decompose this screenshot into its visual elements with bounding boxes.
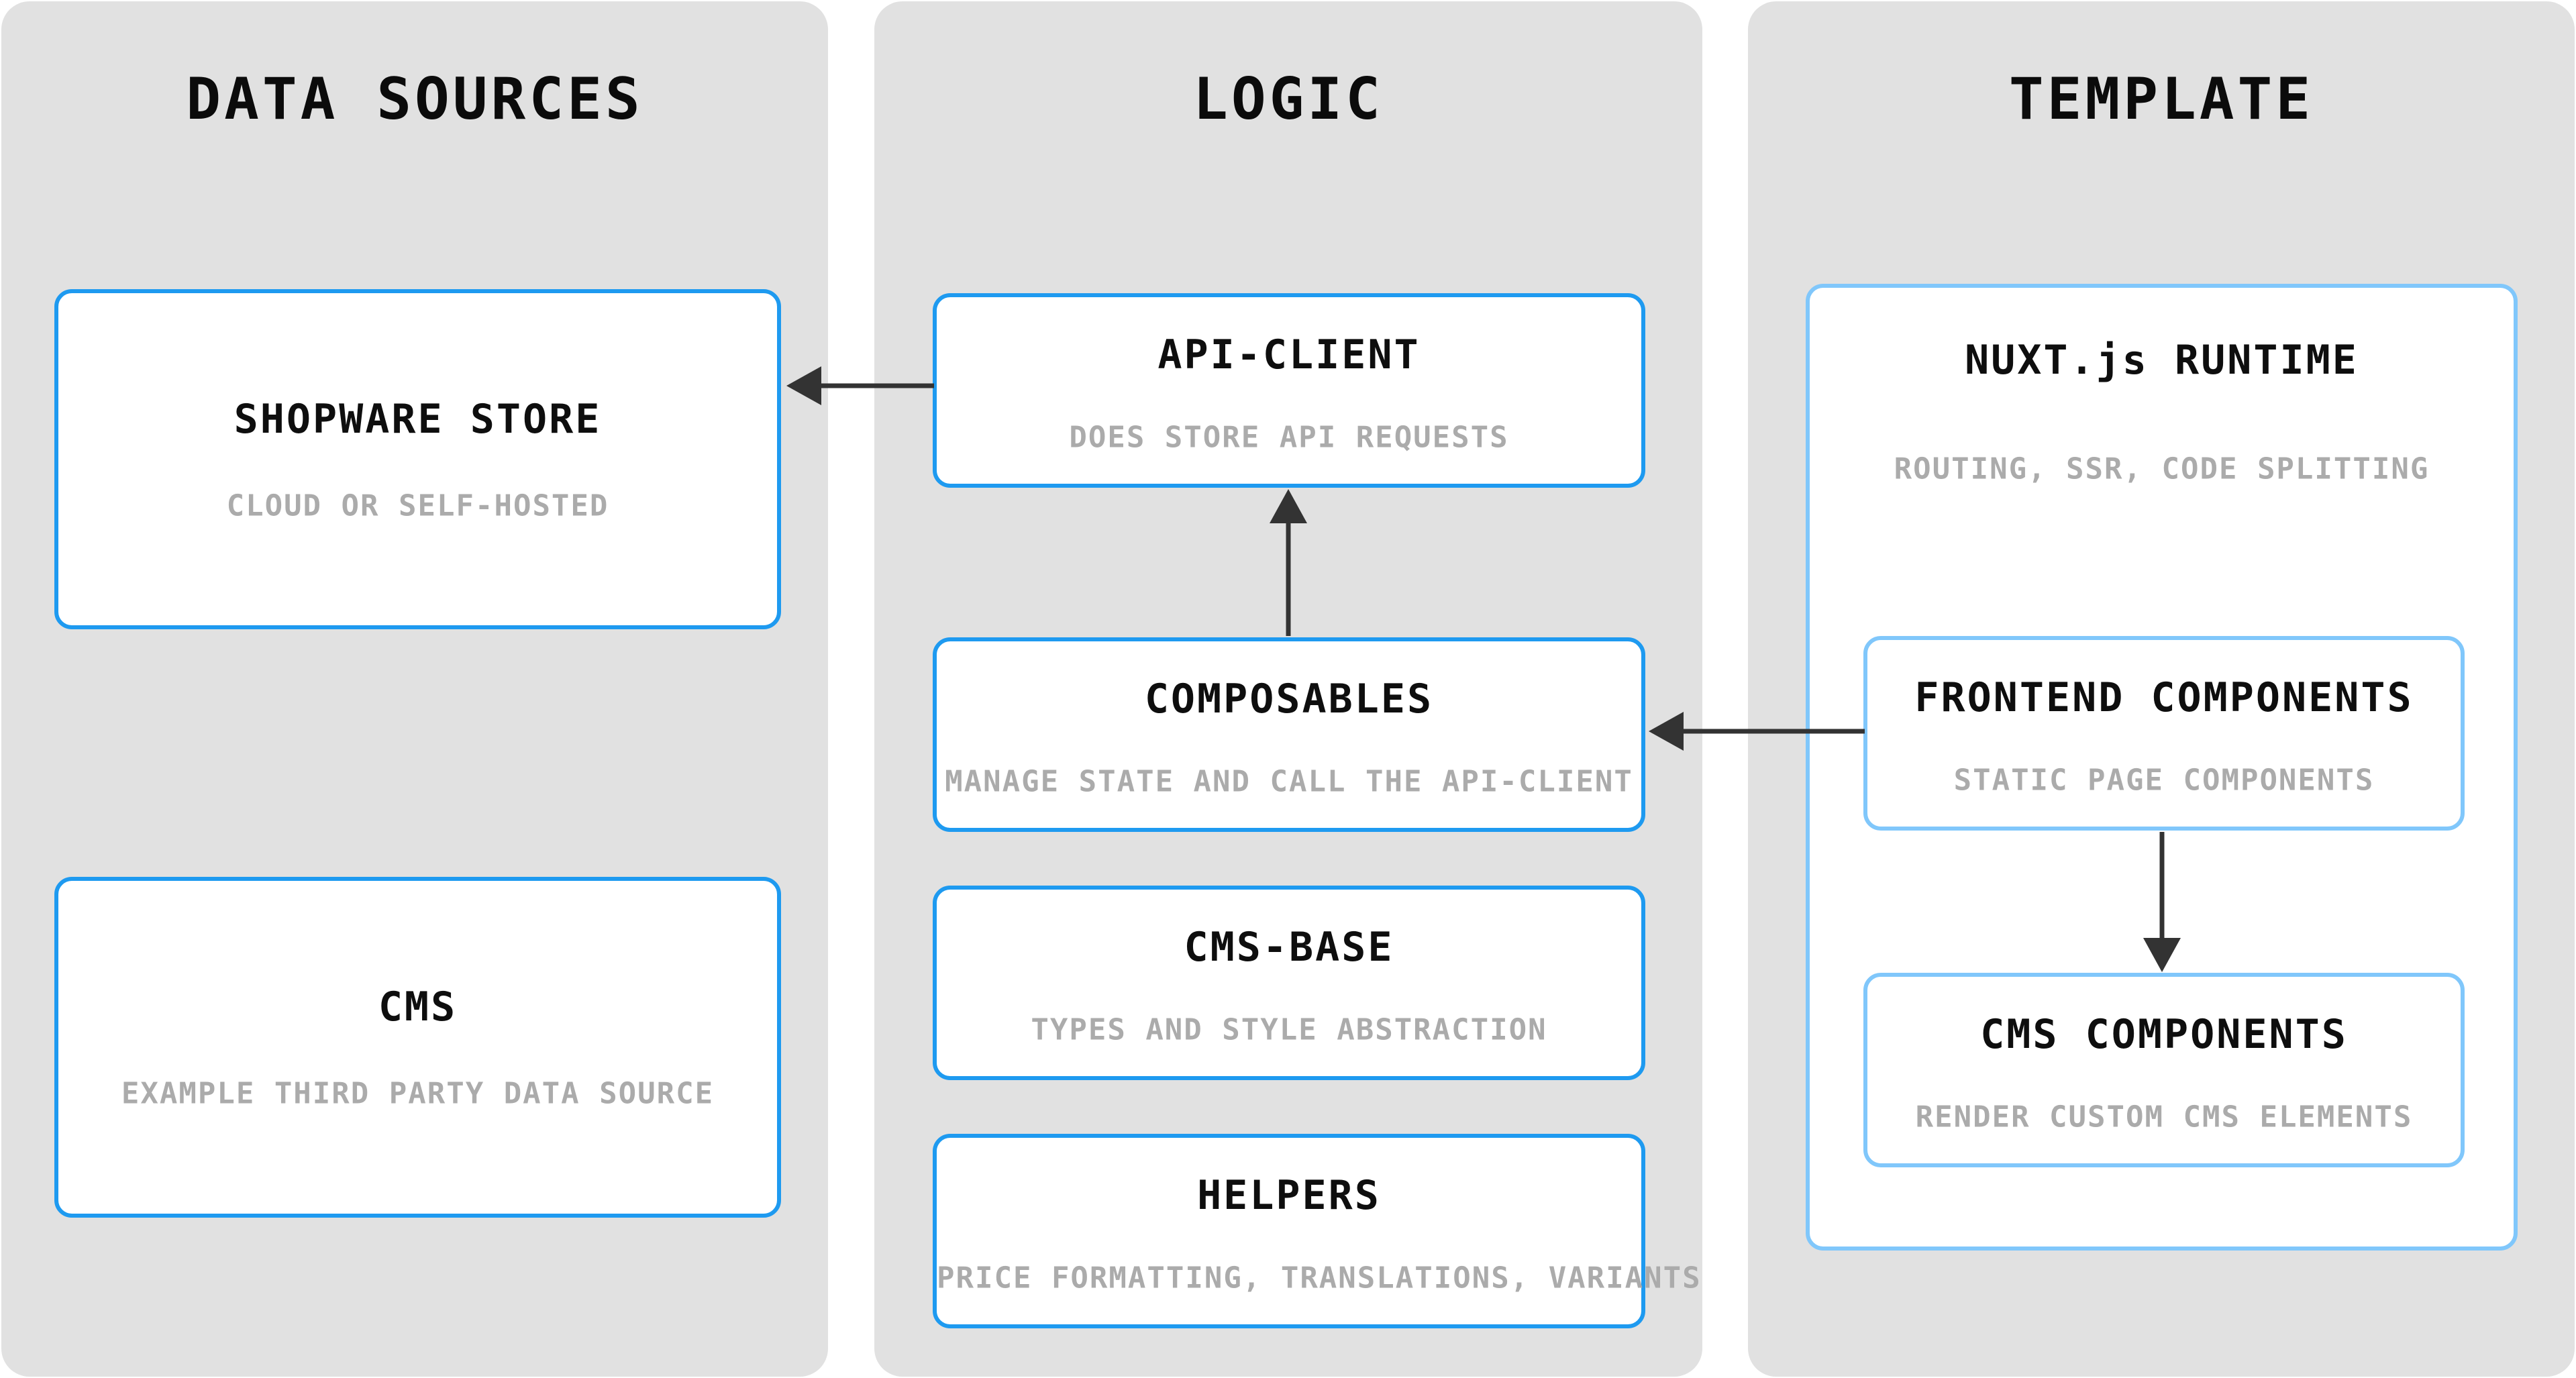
column-title-template: TEMPLATE bbox=[2008, 66, 2314, 133]
box-title: FRONTEND COMPONENTS bbox=[1914, 674, 2414, 722]
box-title: SHOPWARE STORE bbox=[234, 396, 602, 443]
box-title: API-CLIENT bbox=[1157, 331, 1421, 379]
box-subtitle: STATIC PAGE COMPONENTS bbox=[1953, 763, 2375, 797]
box-subtitle: RENDER CUSTOM CMS ELEMENTS bbox=[1915, 1100, 2413, 1134]
box-title: CMS bbox=[378, 984, 458, 1031]
box-shopware-store: SHOPWARE STORE CLOUD OR SELF-HOSTED bbox=[54, 289, 781, 629]
column-title-logic: LOGIC bbox=[1193, 66, 1384, 133]
box-subtitle: PRICE FORMATTING, TRANSLATIONS, VARIANTS bbox=[937, 1261, 1702, 1295]
box-title: CMS-BASE bbox=[1184, 924, 1394, 971]
column-title-data-sources: DATA SOURCES bbox=[186, 66, 643, 133]
box-subtitle: ROUTING, SSR, CODE SPLITTING bbox=[1894, 452, 2430, 486]
box-subtitle: MANAGE STATE AND CALL THE API-CLIENT bbox=[945, 764, 1633, 798]
box-subtitle: TYPES AND STYLE ABSTRACTION bbox=[1031, 1012, 1547, 1047]
box-composables: COMPOSABLES MANAGE STATE AND CALL THE AP… bbox=[933, 637, 1645, 832]
box-subtitle: DOES STORE API REQUESTS bbox=[1069, 420, 1509, 454]
box-helpers: HELPERS PRICE FORMATTING, TRANSLATIONS, … bbox=[933, 1134, 1702, 1328]
box-api-client: API-CLIENT DOES STORE API REQUESTS bbox=[933, 293, 1645, 488]
box-title: NUXT.js RUNTIME bbox=[1965, 337, 2359, 384]
box-cms-components: CMS COMPONENTS RENDER CUSTOM CMS ELEMENT… bbox=[1863, 973, 2465, 1167]
box-cms: CMS EXAMPLE THIRD PARTY DATA SOURCE bbox=[54, 877, 781, 1218]
box-frontend-components: FRONTEND COMPONENTS STATIC PAGE COMPONEN… bbox=[1863, 636, 2465, 831]
box-title: COMPOSABLES bbox=[1144, 676, 1434, 723]
box-cms-base: CMS-BASE TYPES AND STYLE ABSTRACTION bbox=[933, 886, 1645, 1080]
box-subtitle: CLOUD OR SELF-HOSTED bbox=[226, 488, 609, 523]
box-subtitle: EXAMPLE THIRD PARTY DATA SOURCE bbox=[121, 1076, 715, 1111]
box-title: HELPERS bbox=[1197, 1172, 1381, 1220]
box-title: CMS COMPONENTS bbox=[1980, 1011, 2348, 1059]
